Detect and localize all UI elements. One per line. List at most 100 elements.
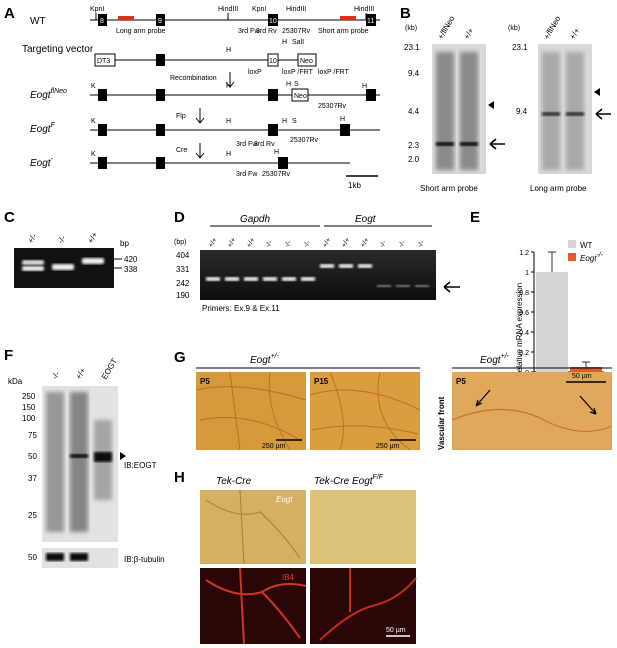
- wt-exon-9: [156, 14, 165, 26]
- neo-label: Neo: [300, 58, 313, 65]
- d-lane-label: +/+: [322, 237, 333, 249]
- g-vascular-front-label: Vascular front: [437, 396, 446, 450]
- vec-exon-10-label: 10: [269, 58, 277, 65]
- panel-b-unit-left: (kb): [405, 25, 417, 32]
- g-scale-2: 250 µm: [376, 443, 400, 450]
- d-lane-label: +/+: [208, 237, 219, 249]
- d-lane-label: -/-: [379, 239, 389, 249]
- y-tick-label: 0.4: [519, 330, 529, 337]
- f-tick-50-low: 50: [28, 553, 37, 562]
- blot-band: [460, 142, 478, 146]
- arrow-down-icon: [195, 108, 205, 124]
- panel-e-letter: E: [470, 209, 480, 226]
- f-h2: H: [282, 118, 287, 125]
- legend-label-ko: Eogt-/-: [580, 252, 604, 263]
- e-ylabel: Relative mRNA expression: [515, 283, 524, 378]
- panel-c: C +/- -/- +/+ bp 420 338: [4, 209, 138, 288]
- blot-band: [436, 142, 454, 146]
- f-s: S: [292, 118, 297, 125]
- vessel: [195, 371, 307, 451]
- panel-d-letter: D: [174, 209, 185, 226]
- row-label-eogt-flneo: EogtflNeo: [30, 88, 67, 101]
- d-lane-label: -/-: [303, 239, 313, 249]
- g-image-p5: [196, 372, 306, 450]
- wt-primer-rv: 3rd Rv: [256, 28, 277, 35]
- flp-label: Flp: [176, 113, 186, 120]
- f-tick-50: 50: [28, 452, 37, 461]
- bar: [536, 272, 568, 372]
- legend-label-wt: WT: [580, 241, 593, 250]
- blot-lane: [542, 52, 560, 170]
- b-tick-2-3: 2.3: [408, 141, 420, 150]
- arrow-down-icon: [225, 72, 235, 88]
- f-k: K: [91, 118, 96, 125]
- f-tick-75: 75: [28, 431, 37, 440]
- row-label-wt: WT: [30, 16, 46, 27]
- wb-band: [46, 553, 64, 561]
- blot-band: [542, 112, 560, 116]
- gel-band: [320, 264, 334, 268]
- f-tick-250: 250: [22, 392, 36, 401]
- dt3-label: DT3: [97, 58, 110, 65]
- f-primer-25307: 25307Rv: [290, 137, 319, 144]
- d-gel-bands: [206, 264, 429, 287]
- f-ib-eogt: IB:EOGT: [124, 461, 157, 470]
- flneo-exon-8: [98, 89, 107, 101]
- flneo-exon-11: [366, 89, 376, 101]
- arrow-left-icon: [595, 108, 611, 120]
- y-tick-label: 0.6: [519, 310, 529, 317]
- short-arm-probe-bar: [340, 16, 356, 20]
- gel-band: [22, 266, 44, 271]
- wb-band: [70, 553, 88, 561]
- scale-label: 1kb: [348, 181, 361, 190]
- gel-band: [301, 277, 315, 281]
- c-unit: bp: [120, 239, 129, 248]
- c-lane-wt: +/+: [86, 230, 100, 245]
- wb-band: [94, 452, 112, 462]
- b-lane-wt-2: +/+: [568, 26, 582, 41]
- flneo-k: K: [91, 83, 96, 90]
- d-lane-label: +/+: [227, 237, 238, 249]
- flneo-neo-label: Neo: [294, 93, 307, 100]
- arrow-icon: [579, 395, 597, 415]
- short-arm-caption: Short arm probe: [420, 184, 478, 193]
- flneo-exon-10: [268, 89, 278, 101]
- recombination-label: Recombination: [170, 75, 217, 82]
- vec-h-site2: H: [282, 39, 287, 46]
- vec-h-site: H: [226, 47, 231, 54]
- b-tick-2-0: 2.0: [408, 155, 420, 164]
- vec-loxp-frt: loxP /FRT: [282, 69, 314, 76]
- ko-k: K: [91, 151, 96, 158]
- gel-band: [244, 277, 258, 281]
- h-image-tekcre-eogt: [200, 490, 306, 564]
- d-lane-label: -/-: [398, 239, 408, 249]
- panel-d: D Gapdh Eogt (bp) +/++/++/+-/--/--/-+/++…: [174, 209, 460, 313]
- f-ib-tubulin: IB:β-tubulin: [124, 555, 165, 564]
- arrow-down-icon: [195, 143, 205, 159]
- blot-band: [566, 112, 584, 116]
- vec-exon-10: [267, 53, 279, 67]
- b-long-tick-9: 9.4: [516, 107, 528, 116]
- d-lane-labels: +/++/++/+-/--/--/-+/++/++/+-/--/--/-: [208, 237, 427, 249]
- b-lane-flneo-2: +/flNeo: [542, 14, 563, 41]
- d-gene-eogt: Eogt: [355, 214, 377, 225]
- h-image-tekcre-ib4: [200, 568, 306, 644]
- f-tick-37: 37: [28, 474, 37, 483]
- wb-lane: [46, 392, 64, 532]
- wt-kpni-mid: KpnI: [252, 6, 266, 13]
- gel-band: [396, 285, 410, 287]
- wt-exon-9-label: 9: [158, 18, 162, 25]
- f-primer-fw: 3rd Fw: [236, 141, 258, 148]
- panel-a-letter: A: [4, 5, 15, 22]
- panel-f: F kDa -/- +/+ EOGT 250 150 100 75 50 37 …: [4, 347, 165, 568]
- blot-lane: [460, 52, 478, 170]
- y-tick-label: 1: [525, 270, 529, 277]
- vec-loxp: loxP: [248, 69, 262, 76]
- wt-exon-11-label: 11: [367, 18, 374, 25]
- h-label-eogt: Eogt: [276, 495, 293, 504]
- long-arm-probe-bar: [118, 16, 134, 20]
- ko-h2: H: [274, 149, 279, 156]
- h-scale: 50 µm: [386, 627, 406, 634]
- flneo-s: S: [294, 81, 299, 88]
